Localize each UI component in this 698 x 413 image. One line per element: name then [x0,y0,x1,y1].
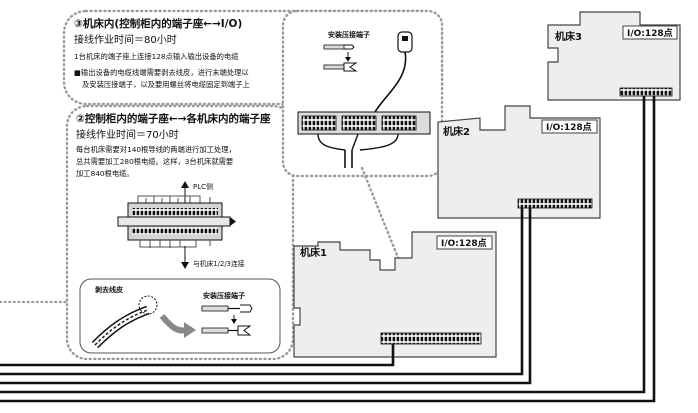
terminal-block-illustration: PLC侧 与机床1/2/3连接 [117,181,245,269]
wiring-harness [0,96,656,403]
machine1-leader-line [360,166,427,327]
machine-1: 机床1 I/O:128点 [293,231,497,358]
machine-side-label: 与机床1/2/3连接 [193,259,245,268]
plc-side-label: PLC侧 [193,182,213,191]
section2-time: 接线作业时间＝70小时 [76,128,179,141]
section2-title: ②控制柜内的端子座←→各机床内的端子座 [76,112,271,125]
crimp-terminal-label-3: 安装压接端子 [328,30,370,39]
crimp-terminal-label-2: 安装压接端子 [203,291,245,300]
section2-desc-1: 每台机床需要对140根导线的两端进行加工处理， [76,145,236,154]
section3-note-2: 及安装压接端子，以及要用螺丝将电缆固定到端子上 [82,80,250,89]
machine-1-name: 机床1 [300,246,327,259]
machine-2: 机床2 I/O:128点 [437,105,601,219]
machine-3-name: 机床3 [555,30,582,43]
section2-desc-3: 加工840根电缆。 [76,169,134,178]
section3-terminal-illustration: 安装压接端子 [297,30,431,168]
machine-2-terminal [517,198,593,209]
machine-3: 机床3 I/O:128点 [547,11,681,101]
strip-crimp-inset: 剥去线皮 安装压接端子 [79,278,281,354]
machine-3-terminal [619,87,673,97]
section3-desc: 1台机床的端子座上连接128点输入输出设备的电缆 [74,52,239,61]
machine-2-io: I/O:128点 [546,121,592,133]
section3-note-1: ■输出设备的电缆线端需要剥去线皮，进行末端处理以 [74,68,249,77]
section3-title: ③机床内(控制柜内的端子座←→I/O) [74,17,242,30]
machine-2-name: 机床2 [443,125,470,138]
machine-1-terminal [380,332,482,345]
section3-time: 接线作业时间＝80小时 [74,33,177,46]
strip-insulation-label: 剥去线皮 [95,285,123,294]
section2-desc-2: 总共需要加工280根电缆。这样，3台机床就需要 [76,157,233,166]
machine-1-io: I/O:128点 [441,237,487,249]
machine-3-io: I/O:128点 [627,27,673,39]
